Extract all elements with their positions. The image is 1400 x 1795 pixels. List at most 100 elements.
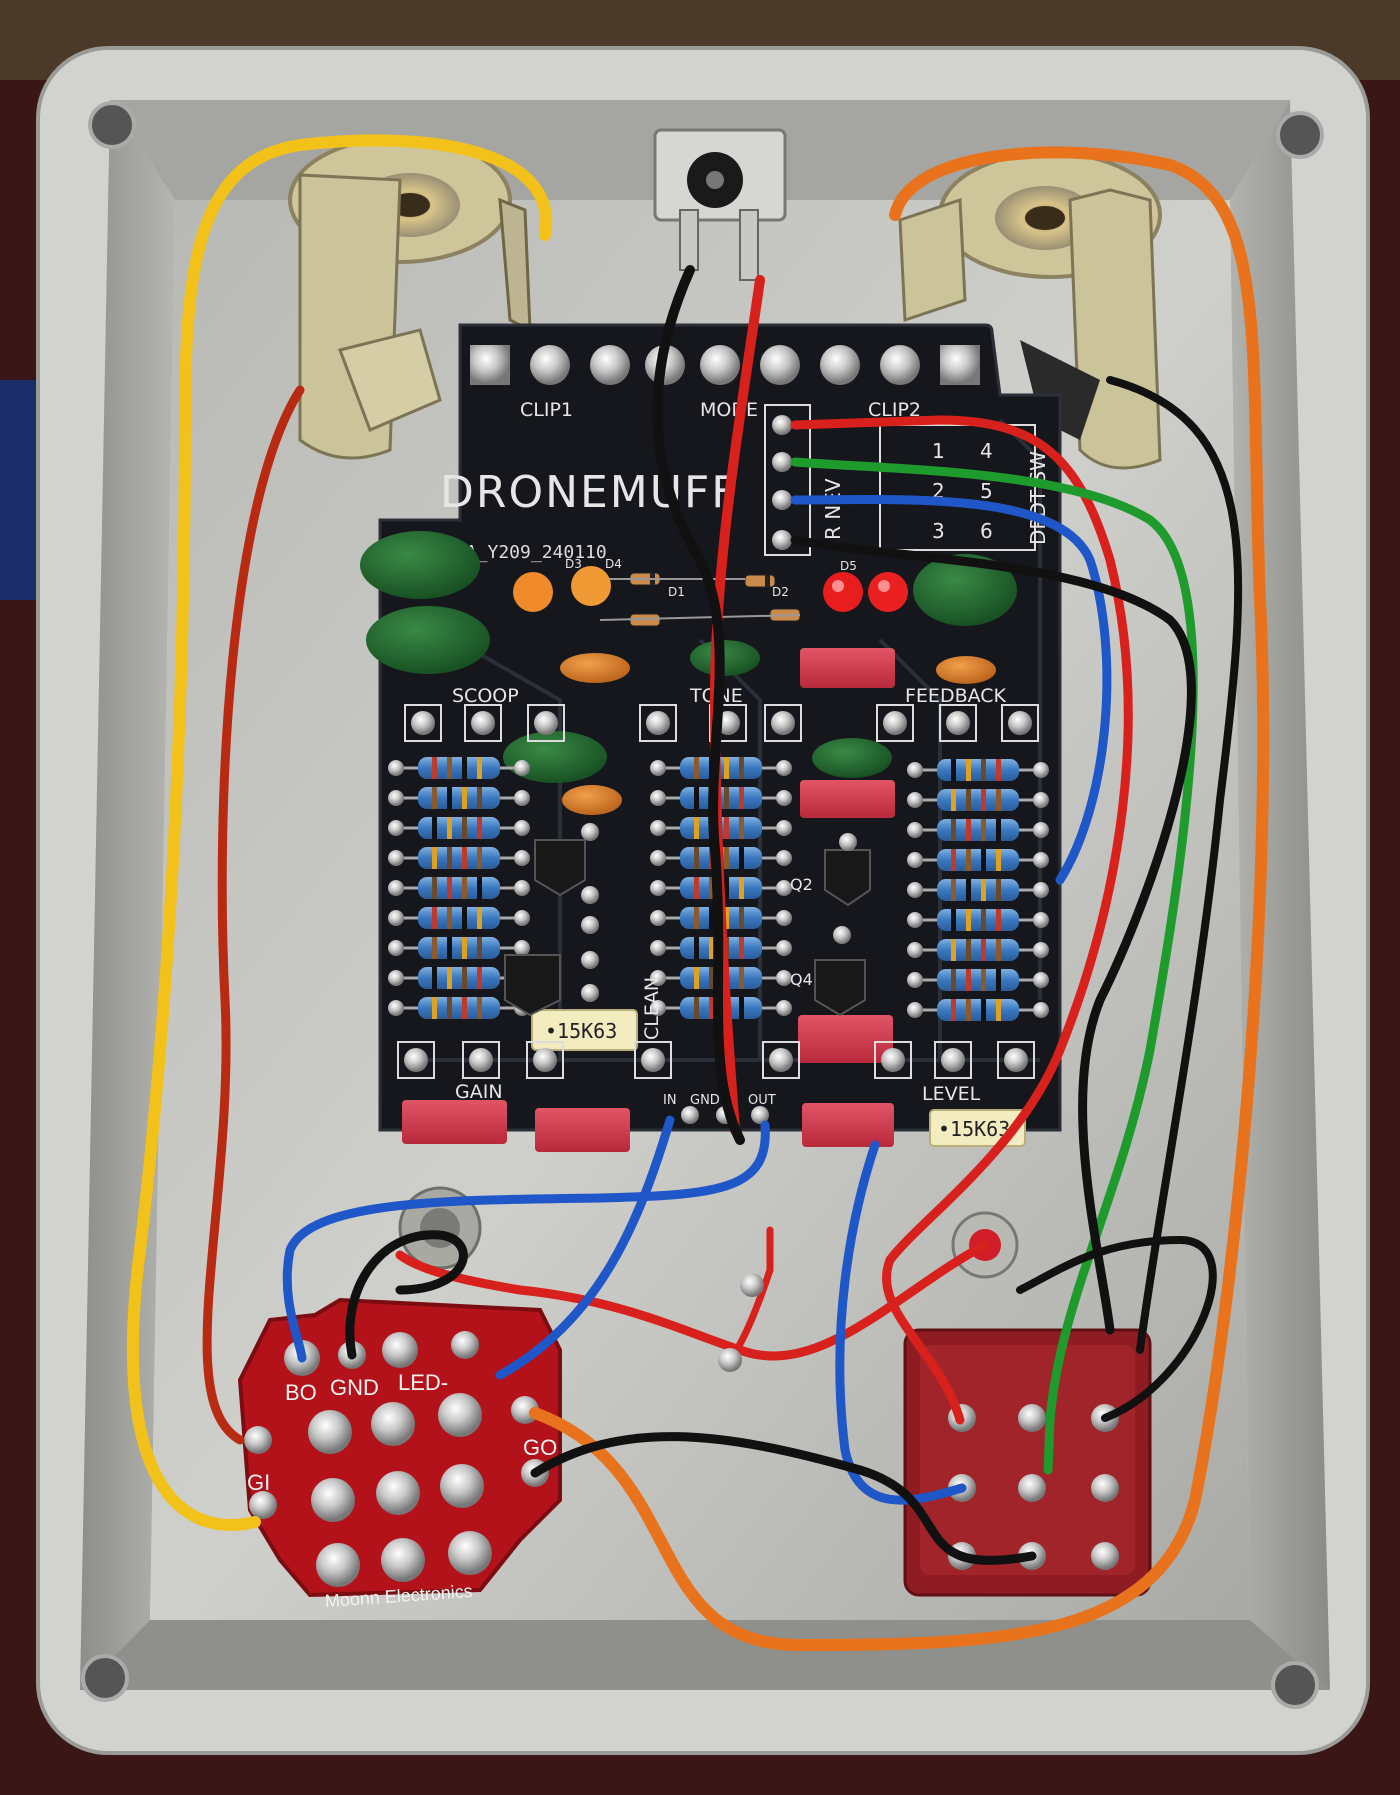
dip-label-5: 5 xyxy=(980,479,993,503)
resistor-band xyxy=(477,907,482,929)
resistor-pad xyxy=(650,880,666,896)
resistor-band xyxy=(447,967,452,989)
box-cap-yellow-1 xyxy=(531,1009,638,1051)
dip-label-3: 3 xyxy=(932,519,945,543)
resistor-band xyxy=(951,789,956,811)
resistor xyxy=(418,847,500,869)
resistor-band xyxy=(694,997,699,1019)
resistor-pad xyxy=(907,762,923,778)
resistor-band xyxy=(447,757,452,779)
resistor-band xyxy=(951,819,956,841)
label-d1: D1 xyxy=(668,585,685,599)
footswitch-3pdt xyxy=(903,1328,1152,1597)
resistor-pad xyxy=(650,850,666,866)
resistor-band xyxy=(981,909,986,931)
resistor-band xyxy=(996,999,1001,1021)
resistor-band xyxy=(477,787,482,809)
screw-hole-br xyxy=(1271,1661,1319,1709)
wire-black-top xyxy=(790,535,1196,1335)
resistor-band xyxy=(739,817,744,839)
resistor-band xyxy=(462,967,467,989)
dip-label-1: 1 xyxy=(932,439,945,463)
resistor-band xyxy=(996,879,1001,901)
pcb-title: DRONEMUFF xyxy=(440,467,739,518)
resistor-pad xyxy=(650,1000,666,1016)
resistor-pad xyxy=(776,940,792,956)
resistor-band xyxy=(981,969,986,991)
resistor-band xyxy=(432,997,437,1019)
resistor xyxy=(418,907,500,929)
label-d5: D5 xyxy=(840,559,857,573)
resistor-pad xyxy=(650,790,666,806)
label-scoop: SCOOP xyxy=(452,685,519,707)
resistor xyxy=(937,969,1019,991)
resistor-pad xyxy=(388,910,404,926)
wire-black-right xyxy=(1106,376,1243,1354)
resistor-band xyxy=(447,907,452,929)
resistor-band xyxy=(694,817,699,839)
resistor-band xyxy=(951,939,956,961)
resistor-band xyxy=(709,997,714,1019)
resistor-pad xyxy=(776,1000,792,1016)
resistor-pad xyxy=(650,970,666,986)
resistor-band xyxy=(432,907,437,929)
resistor-band xyxy=(477,877,482,899)
dc-power-jack xyxy=(653,128,787,281)
resistor-band xyxy=(462,847,467,869)
pcb-revision: PA_Y209_240110 xyxy=(455,542,607,563)
wire-black-go xyxy=(530,1432,1037,1565)
resistor-band xyxy=(709,907,714,929)
enclosure-wall-bottom xyxy=(80,1620,1330,1690)
resistor xyxy=(937,939,1019,961)
resistor-band xyxy=(966,939,971,961)
resistor-band xyxy=(981,939,986,961)
resistor-band xyxy=(432,787,437,809)
resistor-pad xyxy=(776,820,792,836)
resistor xyxy=(680,757,762,779)
resistor-band xyxy=(447,787,452,809)
resistor-band xyxy=(981,759,986,781)
resistor-band xyxy=(709,937,714,959)
resistor-band xyxy=(462,787,467,809)
resistor-pad xyxy=(388,760,404,776)
resistor-band xyxy=(432,937,437,959)
pot-pads-top xyxy=(404,704,1039,742)
resistor-pad xyxy=(388,850,404,866)
label-gain: GAIN xyxy=(455,1081,503,1103)
resistor-band xyxy=(477,757,482,779)
dip-label-6: 6 xyxy=(980,519,993,543)
resistor-band xyxy=(981,819,986,841)
label-in: IN xyxy=(663,1093,677,1108)
resistor-band xyxy=(951,999,956,1021)
resistor-band xyxy=(694,937,699,959)
label-clean: CLEAN xyxy=(641,977,663,1040)
resistor xyxy=(418,967,500,989)
resistor-band xyxy=(477,937,482,959)
ceramic-capacitors xyxy=(560,653,996,815)
resistor-band xyxy=(966,879,971,901)
resistor-pad xyxy=(650,910,666,926)
resistor-pad xyxy=(1033,792,1049,808)
resistor-band xyxy=(432,877,437,899)
resistor-band xyxy=(966,819,971,841)
wire-blue-bo xyxy=(495,1115,675,1380)
resistor-pad xyxy=(388,970,404,986)
wire-blue-top xyxy=(790,495,1112,885)
label-out: OUT xyxy=(748,1093,776,1108)
label-level: LEVEL xyxy=(922,1083,981,1105)
resistor-band xyxy=(951,759,956,781)
wire-black-gnd xyxy=(345,1230,468,1360)
center-lug xyxy=(718,1273,764,1372)
screw-hole-bl xyxy=(81,1654,129,1702)
resistor-band xyxy=(966,759,971,781)
screw-hole-tr xyxy=(1276,111,1324,159)
resistor-pad xyxy=(776,910,792,926)
label-q4: Q4 xyxy=(790,970,813,989)
resistor-pad xyxy=(514,850,530,866)
resistor xyxy=(418,757,500,779)
resistor-band xyxy=(694,877,699,899)
resistor-band xyxy=(462,817,467,839)
resistor-pad xyxy=(514,790,530,806)
wires xyxy=(126,134,1270,1652)
resistor-pad xyxy=(1033,882,1049,898)
